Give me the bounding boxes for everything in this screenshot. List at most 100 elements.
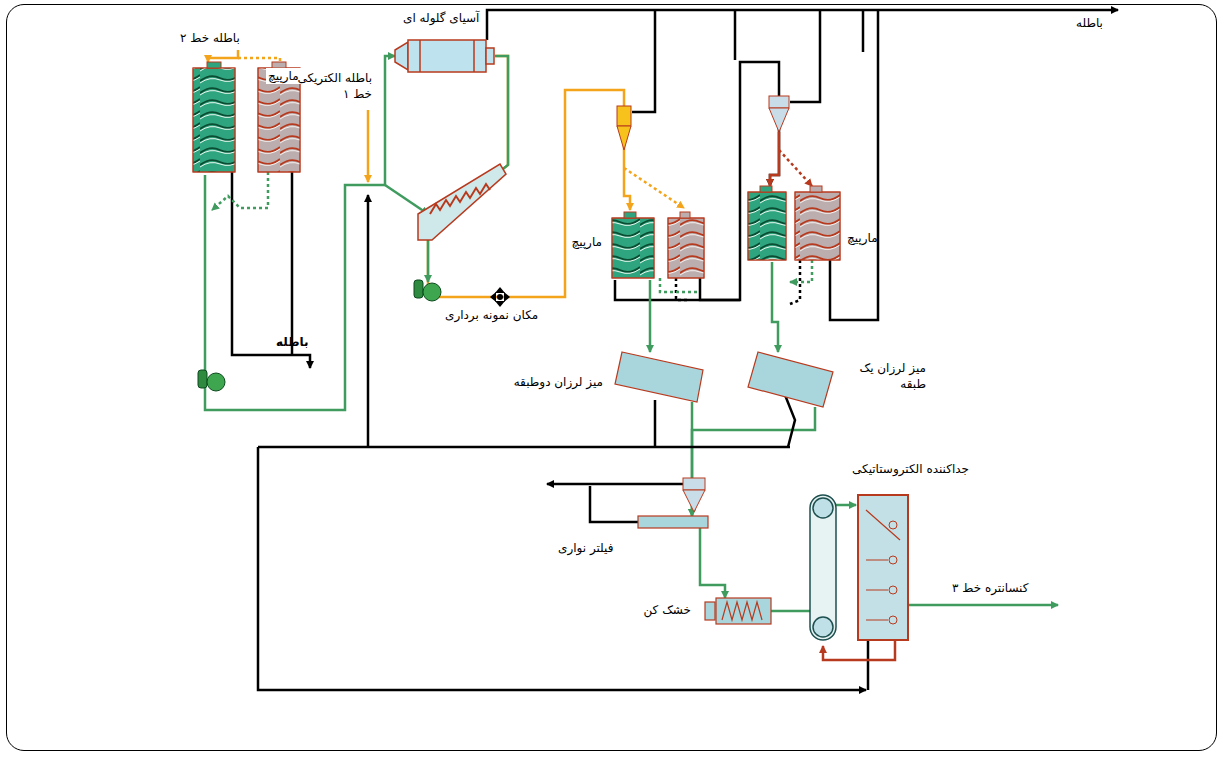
page-frame: [6, 4, 1217, 751]
tailings-label: باطله خط ۲: [180, 30, 240, 46]
drawing-part: [198, 280, 441, 391]
drawing-part: [208, 50, 238, 62]
drawing-part: [212, 172, 268, 210]
sampling-label: مکان نمونه برداری: [445, 307, 538, 323]
drawing-part: [813, 498, 833, 518]
drawing-part: [889, 521, 897, 529]
drawing-part: [615, 352, 833, 407]
drawing-part: [769, 108, 789, 132]
drawing-part: [862, 10, 865, 52]
drawing-part: [769, 96, 789, 108]
drawing-part: [420, 40, 474, 72]
flow-line: [692, 407, 815, 516]
drawing-part: [590, 486, 638, 522]
drawing-part: [395, 40, 494, 72]
drawing-part: [232, 172, 310, 368]
drawing-part: [238, 58, 280, 62]
drawing-part: [680, 212, 690, 218]
drawing-part: [612, 218, 654, 278]
drawing-part: [617, 106, 631, 126]
drawing-part: [208, 10, 1118, 690]
drawing-part: [632, 10, 655, 112]
flow-line: [700, 528, 725, 598]
drawing-part: [617, 96, 789, 512]
drawing-part: [367, 110, 370, 182]
drawing-part: [700, 278, 740, 300]
drawing-part: [760, 186, 772, 192]
drawing-part: [716, 598, 771, 624]
drawing-part: [858, 495, 908, 640]
drawing-part: [705, 602, 715, 620]
drawing-part: [385, 185, 428, 214]
drawing-part: [430, 184, 490, 214]
drawing-part: [795, 192, 840, 260]
drawing-part: [823, 640, 895, 660]
node-label: فیلتر نواری: [558, 540, 613, 556]
drawing-part: [795, 192, 840, 260]
drawing-part: [423, 283, 441, 301]
ball-mill: آسیای گلوله ای: [395, 38, 495, 74]
drawing-part: [487, 10, 1118, 40]
shaking-table: میز لرزان دوطبقه: [615, 352, 703, 402]
drawing-part: [624, 168, 684, 208]
electrostatic-separator: جداکننده الکتروستاتیکی: [856, 495, 910, 640]
concentrate-label: کنسانتره خط ۳: [952, 580, 1028, 596]
drawing-part: [748, 192, 786, 260]
drawing-part: [748, 192, 786, 260]
drawing-part: [889, 556, 897, 564]
drawing-part: [813, 617, 833, 637]
dryer: خشک کن: [705, 598, 771, 624]
drawing-part: [654, 400, 657, 447]
drawing-part: [810, 495, 836, 640]
drawing-part: [198, 370, 207, 388]
drawing-part: [418, 164, 506, 240]
spiral-concentrator: مارپیچ: [610, 210, 706, 280]
tailings-label: باطله الکتریکی خط ۱: [292, 70, 372, 102]
drawing-part: [495, 301, 505, 307]
drawing-part: [193, 62, 840, 278]
drawing-part: [866, 510, 900, 620]
drawing-part: [810, 495, 836, 640]
spiral-concentrator: مارپیچ: [745, 186, 842, 262]
drawing-part: [889, 616, 897, 624]
drawing-part: [810, 186, 822, 192]
drawing-part: [258, 446, 790, 449]
drawing-part: [705, 598, 771, 624]
drawing-part: [770, 132, 779, 186]
drawing-part: [785, 395, 795, 447]
drawing-part: [660, 278, 700, 292]
node-label: آسیای گلوله ای: [403, 10, 479, 26]
drawing-part: [668, 218, 704, 278]
drawing-part: [414, 280, 423, 298]
drawing-part: [676, 278, 690, 300]
drawing-part: [790, 260, 800, 304]
drawing-part: [395, 42, 408, 70]
drawing-part: [291, 172, 294, 355]
node-label: میز لرزان دوطبقه: [514, 374, 603, 390]
node-label: مارپیچ: [266, 68, 301, 84]
drawing-part: [408, 40, 486, 72]
drawing-part: [258, 68, 300, 172]
drawing-part: [790, 10, 820, 102]
drawing-part: [367, 195, 370, 447]
drawing-part: [490, 287, 510, 307]
drawing-part: [612, 218, 654, 278]
flow-line: [649, 280, 652, 352]
drawing-part: [624, 212, 636, 218]
drawing-part: [867, 640, 870, 690]
node-label: خشک کن: [643, 602, 691, 618]
drawing-part: [722, 602, 762, 620]
drawing-part: [668, 218, 704, 278]
drawing-part: [547, 483, 684, 486]
drawing-part: [486, 48, 494, 64]
drawing-part: [638, 516, 708, 528]
drawing-part: [734, 10, 737, 60]
drawing-part: [490, 292, 496, 302]
spiral-concentrator: مارپیچ: [190, 60, 303, 175]
flow-line: [428, 56, 630, 297]
node-label: جداکننده الکتروستاتیکی: [852, 461, 969, 477]
drawing-part: [617, 126, 631, 150]
drawing-part: [858, 495, 908, 640]
drawing-part: [504, 292, 510, 302]
